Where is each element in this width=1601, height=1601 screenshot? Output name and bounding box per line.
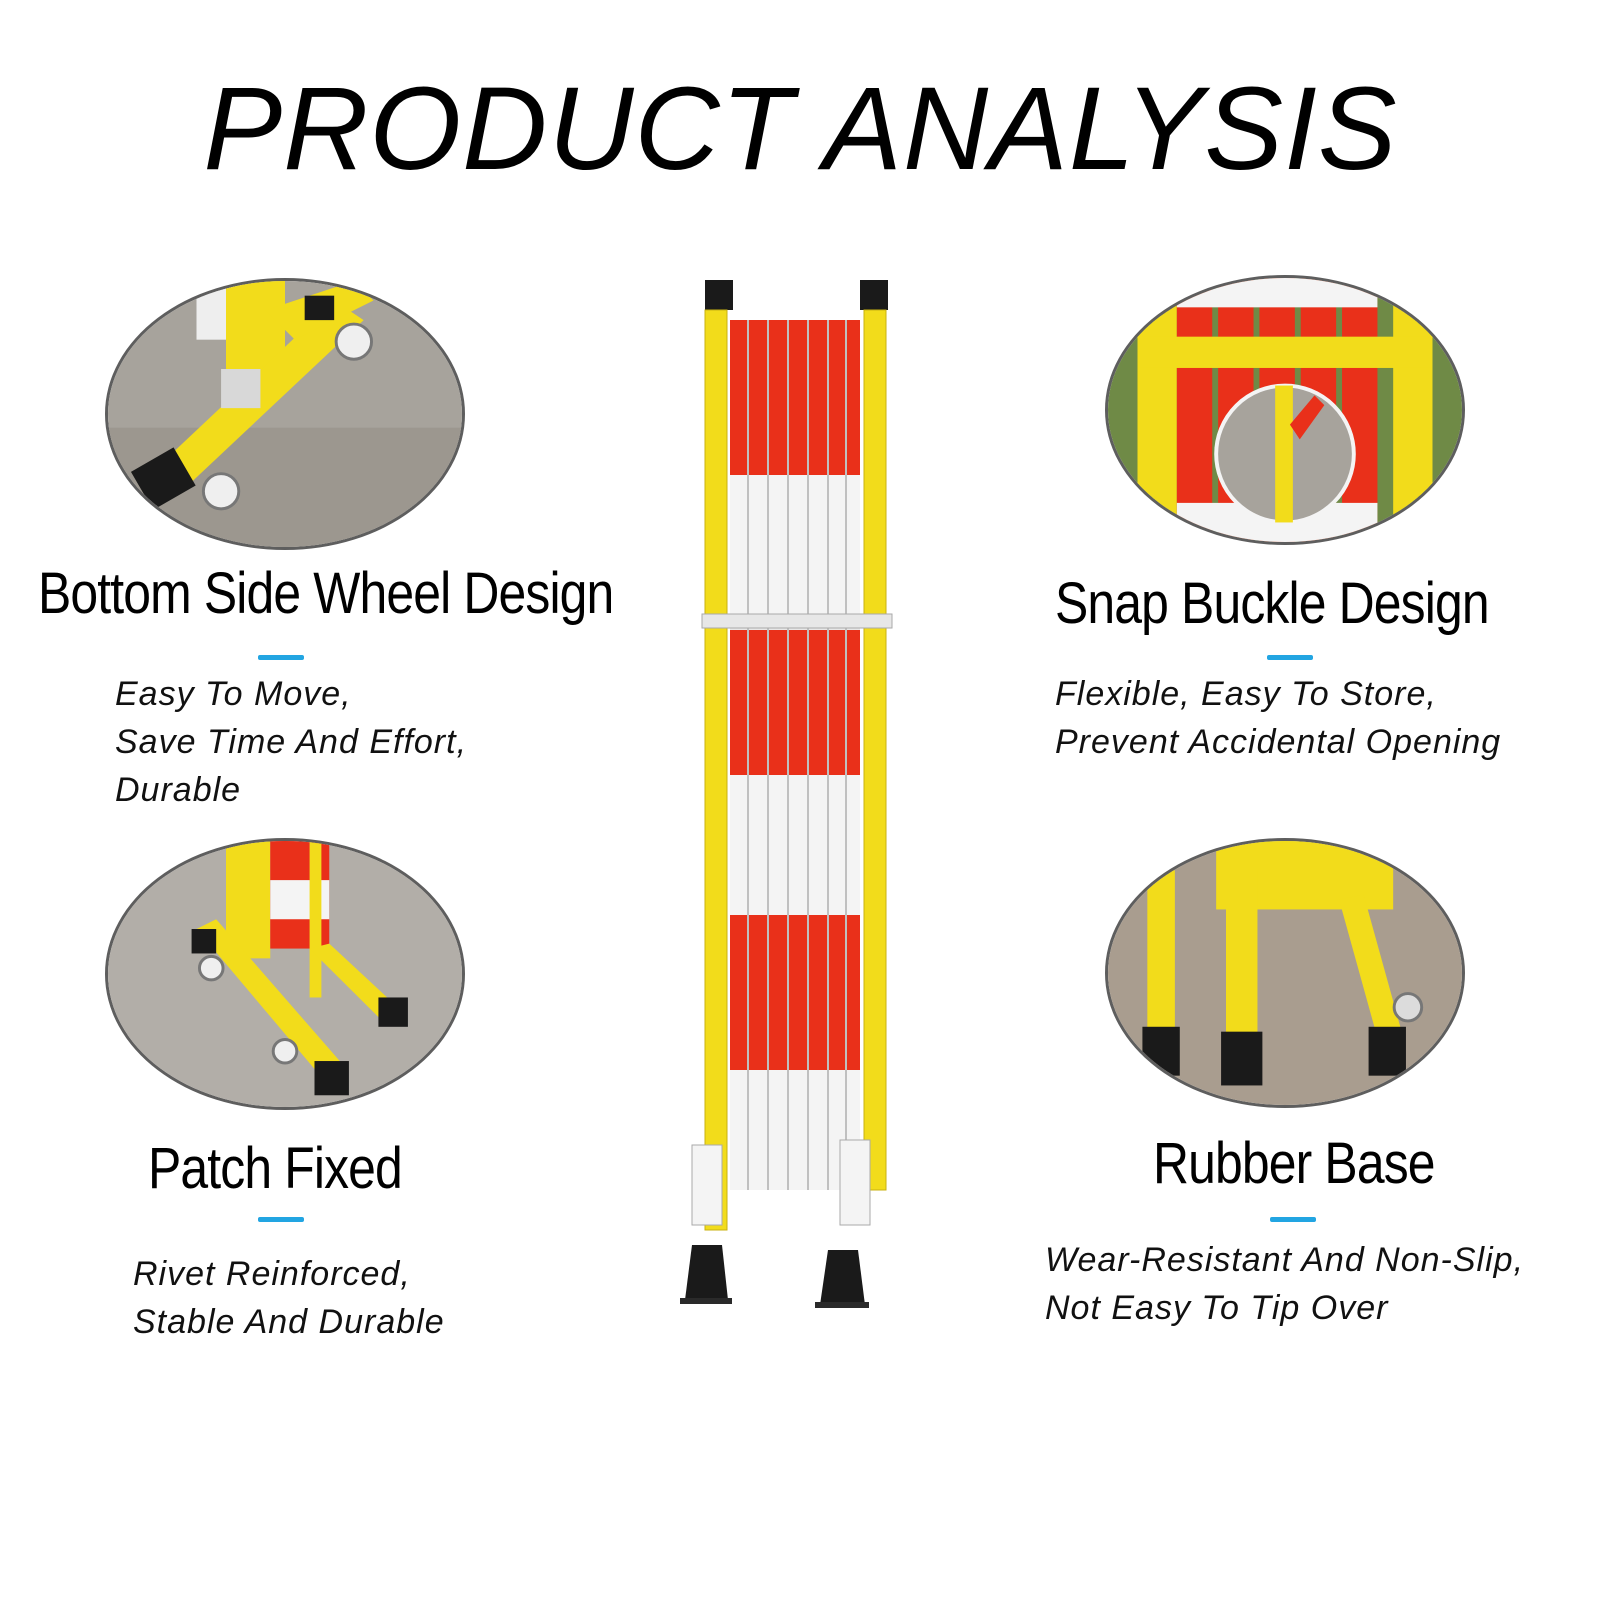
feature-desc-rubber: Wear-Resistant And Non-Slip, Not Easy To… — [1045, 1241, 1525, 1327]
feature-heading-buckle: Snap Buckle Design — [1055, 571, 1490, 636]
feature-desc-patch: Rivet Reinforced, Stable And Durable — [133, 1255, 445, 1341]
accent-dash — [258, 1217, 304, 1222]
barrier-gate-icon — [680, 280, 920, 1350]
wheel-photo-icon — [105, 278, 465, 550]
buckle-photo-icon — [1105, 275, 1465, 545]
page-title: PRODUCT ANALYSIS — [203, 63, 1398, 195]
feature-heading-rubber: Rubber Base — [1153, 1131, 1436, 1196]
accent-dash — [258, 655, 304, 660]
feature-desc-wheel: Easy To Move, Save Time And Effort, Dura… — [115, 675, 468, 809]
accent-dash — [1270, 1217, 1316, 1222]
accent-dash — [1267, 655, 1313, 660]
feature-desc-buckle: Flexible, Easy To Store, Prevent Acciden… — [1055, 675, 1502, 761]
feature-heading-wheel: Bottom Side Wheel Design — [38, 561, 614, 626]
patch-photo-icon — [105, 838, 465, 1110]
feature-heading-patch: Patch Fixed — [148, 1136, 403, 1201]
rubber-base-photo-icon — [1105, 838, 1465, 1108]
